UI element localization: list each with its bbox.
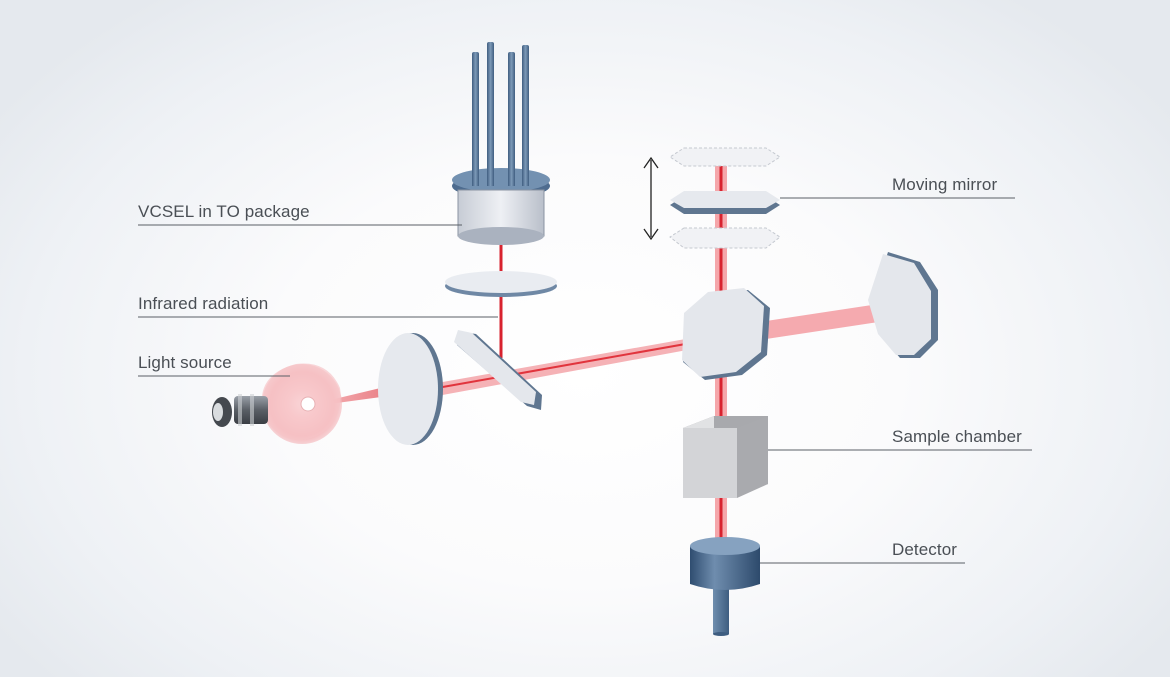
label-vcsel: VCSEL in TO package — [138, 202, 310, 221]
label-light-source: Light source — [138, 353, 232, 372]
source-lens — [378, 333, 443, 445]
callout-lines — [138, 197, 1032, 564]
label-detector: Detector — [892, 540, 958, 559]
compensator-plate — [454, 330, 542, 410]
sample-chamber — [683, 416, 768, 498]
label-moving-mirror: Moving mirror — [892, 175, 998, 194]
vcsel-lens — [445, 271, 557, 297]
vcsel-to-package-icon — [452, 42, 550, 245]
light-bulb-icon — [212, 363, 342, 444]
fixed-arm-beam — [740, 300, 905, 343]
label-sample-chamber: Sample chamber — [892, 427, 1022, 446]
double-headed-arrow-icon — [643, 156, 659, 241]
label-infrared-radiation: Infrared radiation — [138, 294, 269, 313]
beam-splitter — [682, 288, 770, 380]
fixed-mirror — [868, 252, 938, 358]
moving-mirror — [669, 147, 781, 249]
detector-icon — [690, 537, 760, 636]
